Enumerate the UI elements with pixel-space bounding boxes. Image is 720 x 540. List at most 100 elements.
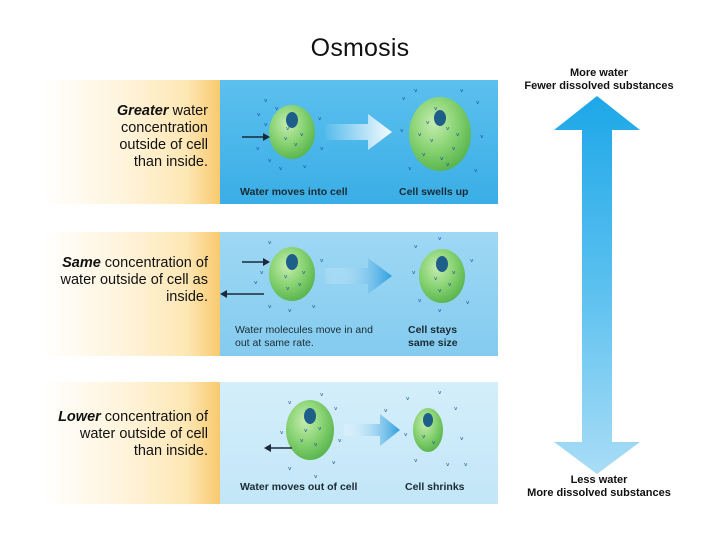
caption-right: Cell shrinks <box>405 481 465 493</box>
svg-text:ᵥ: ᵥ <box>414 85 418 95</box>
svg-text:ᵥ: ᵥ <box>456 129 460 139</box>
row-text: concentration of water outside of cell t… <box>79 409 208 459</box>
svg-text:ᵥ: ᵥ <box>318 423 322 433</box>
concentration-scale-arrow <box>554 96 640 474</box>
scale-bottom-line1: Less water <box>570 474 628 486</box>
svg-text:ᵥ: ᵥ <box>476 97 480 107</box>
svg-text:ᵥ: ᵥ <box>466 297 470 307</box>
row-label-background <box>42 232 222 356</box>
svg-text:ᵥ: ᵥ <box>474 165 478 175</box>
svg-text:ᵥ: ᵥ <box>298 279 302 289</box>
scale-bottom-line2: More dissolved substances <box>527 487 671 499</box>
svg-text:ᵥ: ᵥ <box>320 143 324 153</box>
svg-text:ᵥ: ᵥ <box>414 455 418 465</box>
svg-text:ᵥ: ᵥ <box>402 93 406 103</box>
svg-text:ᵥ: ᵥ <box>300 129 304 139</box>
row-greater: Greater water concentration outside of c… <box>42 80 498 204</box>
svg-text:ᵥ: ᵥ <box>320 255 324 265</box>
svg-text:ᵥ: ᵥ <box>320 389 324 399</box>
cell-shrunken <box>413 408 443 452</box>
svg-text:ᵥ: ᵥ <box>332 457 336 467</box>
svg-text:ᵥ: ᵥ <box>438 305 442 315</box>
svg-text:ᵥ: ᵥ <box>384 405 388 415</box>
cell <box>269 105 315 159</box>
scale-top-label: More water Fewer dissolved substances <box>506 67 692 93</box>
transition-arrow <box>344 414 400 446</box>
scale-top-line2: Fewer dissolved substances <box>524 80 674 92</box>
svg-text:ᵥ: ᵥ <box>446 123 450 133</box>
svg-text:ᵥ: ᵥ <box>254 277 258 287</box>
svg-text:ᵥ: ᵥ <box>314 471 318 481</box>
row-label-background <box>42 382 222 504</box>
inflow-arrowhead <box>263 133 270 141</box>
svg-text:ᵥ: ᵥ <box>446 459 450 469</box>
nucleus <box>286 254 298 270</box>
svg-text:ᵥ: ᵥ <box>338 435 342 445</box>
svg-text:ᵥ: ᵥ <box>448 279 452 289</box>
nucleus <box>436 256 448 272</box>
nucleus <box>304 408 316 424</box>
svg-text:ᵥ: ᵥ <box>406 393 410 403</box>
svg-text:ᵥ: ᵥ <box>430 135 434 145</box>
panel-lower <box>220 382 498 504</box>
row-text: concentration of water outside of cell a… <box>60 255 209 305</box>
row-description: Lower concentration of water outside of … <box>58 409 208 460</box>
svg-text:ᵥ: ᵥ <box>284 133 288 143</box>
svg-text:ᵥ: ᵥ <box>432 437 436 447</box>
transition-arrow <box>325 114 392 150</box>
svg-text:ᵥ: ᵥ <box>256 143 260 153</box>
svg-text:ᵥ: ᵥ <box>288 463 292 473</box>
svg-text:ᵥ: ᵥ <box>303 161 307 171</box>
caption-right: Cell swells up <box>399 186 469 198</box>
svg-text:ᵥ: ᵥ <box>288 397 292 407</box>
svg-text:ᵥ: ᵥ <box>314 439 318 449</box>
row-description: Greater water concentration outside of c… <box>88 103 208 171</box>
svg-text:ᵥ: ᵥ <box>312 301 316 311</box>
svg-text:ᵥ: ᵥ <box>452 143 456 153</box>
caption-left: Water moves into cell <box>240 186 348 198</box>
svg-text:ᵥ: ᵥ <box>454 403 458 413</box>
outflow-arrowhead <box>264 444 271 452</box>
svg-text:ᵥ: ᵥ <box>418 129 422 139</box>
svg-text:ᵥ: ᵥ <box>264 119 268 129</box>
svg-text:ᵥ: ᵥ <box>300 435 304 445</box>
svg-text:ᵥ: ᵥ <box>400 125 404 135</box>
svg-text:ᵥ: ᵥ <box>286 283 290 293</box>
svg-text:ᵥ: ᵥ <box>404 429 408 439</box>
svg-text:ᵥ: ᵥ <box>434 103 438 113</box>
svg-text:ᵥ: ᵥ <box>460 433 464 443</box>
svg-text:ᵥ: ᵥ <box>412 267 416 277</box>
svg-text:ᵥ: ᵥ <box>286 123 290 133</box>
svg-text:ᵥ: ᵥ <box>446 159 450 169</box>
svg-text:ᵥ: ᵥ <box>260 267 264 277</box>
inflow-arrowhead <box>263 258 270 266</box>
svg-text:ᵥ: ᵥ <box>257 109 261 119</box>
page-title: Osmosis <box>310 34 410 62</box>
row-same: Same concentration of water outside of c… <box>42 232 498 356</box>
svg-text:ᵥ: ᵥ <box>318 113 322 123</box>
svg-text:ᵥ: ᵥ <box>279 163 283 173</box>
cell <box>286 400 334 460</box>
svg-text:ᵥ: ᵥ <box>422 431 426 441</box>
svg-text:ᵥ: ᵥ <box>302 267 306 277</box>
cell <box>269 247 315 301</box>
svg-text:ᵥ: ᵥ <box>408 163 412 173</box>
row-text: water concentration outside of cell than… <box>119 103 208 170</box>
transition-arrow <box>325 258 392 294</box>
row-lower: Lower concentration of water outside of … <box>42 382 498 504</box>
svg-text:ᵥ: ᵥ <box>464 459 468 469</box>
svg-text:ᵥ: ᵥ <box>304 425 308 435</box>
svg-text:ᵥ: ᵥ <box>294 139 298 149</box>
row-emphasis: Lower <box>58 409 101 425</box>
svg-text:ᵥ: ᵥ <box>284 271 288 281</box>
svg-text:ᵥ: ᵥ <box>438 387 442 397</box>
nucleus <box>434 110 446 126</box>
svg-text:ᵥ: ᵥ <box>434 273 438 283</box>
svg-text:ᵥ: ᵥ <box>480 131 484 141</box>
